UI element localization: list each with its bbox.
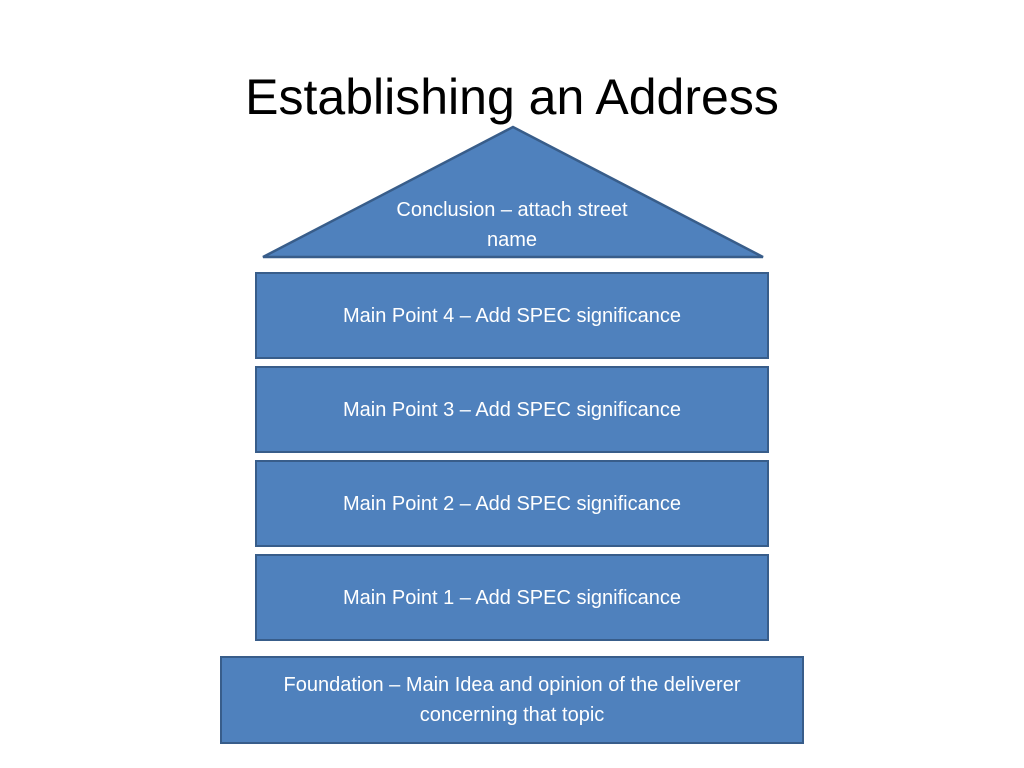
main-point-3-box: Main Point 3 – Add SPEC significance [255,366,769,453]
main-point-1-box: Main Point 1 – Add SPEC significance [255,554,769,641]
slide-title: Establishing an Address [245,69,779,125]
foundation-box: Foundation – Main Idea and opinion of th… [220,656,804,744]
roof-triangle [262,125,764,259]
roof-label: Conclusion – attach street name [396,199,628,251]
main-point-4-box: Main Point 4 – Add SPEC significance [255,272,769,359]
main-point-2-box: Main Point 2 – Add SPEC significance [255,460,769,547]
house-roof [262,125,764,259]
